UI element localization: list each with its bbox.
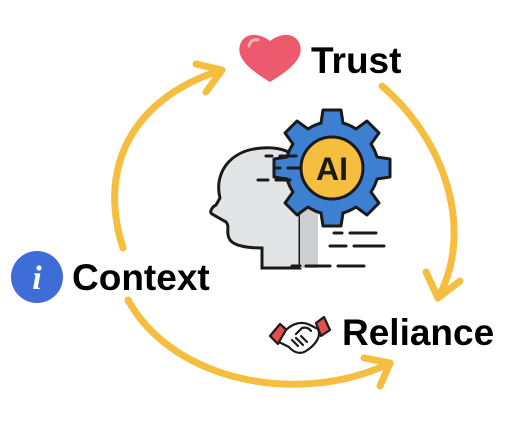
context-node: i Context <box>11 251 210 303</box>
motion-lines <box>256 154 386 268</box>
arrowhead-reliance-bottom <box>360 354 394 390</box>
arrow-context-to-reliance <box>124 296 394 388</box>
info-icon: i <box>11 251 63 303</box>
ai-head-gear-icon: AI <box>209 108 392 270</box>
trust-label: Trust <box>311 40 401 81</box>
handshake-icon <box>268 315 332 354</box>
ai-badge: AI <box>316 151 348 187</box>
gear-icon: AI <box>272 108 392 228</box>
reliance-label: Reliance <box>342 312 494 353</box>
info-icon-glyph: i <box>32 260 42 297</box>
arrowhead-trust <box>192 60 226 96</box>
cycle-arrows <box>111 60 464 390</box>
reliance-node: Reliance <box>268 312 494 354</box>
trust-node: Trust <box>239 34 401 82</box>
arrowhead-reliance-top <box>422 268 464 302</box>
arrow-context-to-trust <box>111 66 226 252</box>
arrow-trust-to-reliance <box>378 82 458 302</box>
context-label: Context <box>72 257 210 298</box>
heart-icon <box>239 34 301 82</box>
